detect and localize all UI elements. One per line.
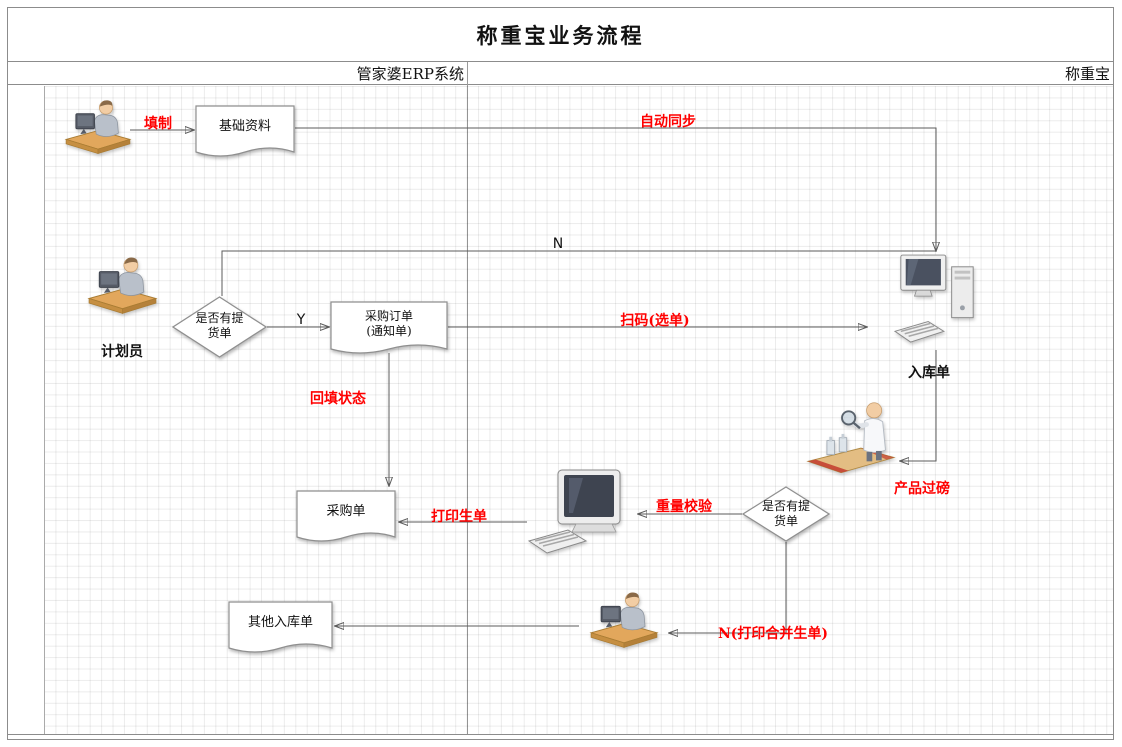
decision-shape (742, 486, 830, 542)
decision-pickup-2: 是否有提 货单 (742, 486, 830, 542)
basic-data-document: 基础资料 (195, 105, 295, 161)
left-margin-line (44, 86, 45, 734)
planner-caption: 计划员 (101, 344, 143, 360)
diagram-frame: 称重宝业务流程 管家婆ERP系统 称重宝 (7, 7, 1114, 740)
label-yes-branch: Y (296, 312, 306, 328)
document-shape (330, 301, 448, 354)
lane-label-chengzhongbao: 称重宝 (1064, 64, 1110, 83)
document-shape (296, 490, 396, 542)
label-weight-verify: 重量校验 (656, 499, 712, 515)
basic-data-label: 基础资料 (218, 119, 271, 134)
purchase-order-label: 采购单 (326, 504, 366, 519)
frame-bottom-line (8, 734, 1113, 735)
lane-label-erp: 管家婆ERP系统 (356, 64, 464, 83)
lane-header: 管家婆ERP系统 称重宝 (8, 62, 1113, 85)
purchase-order-document: 采购单 (296, 490, 396, 546)
grid-background (44, 86, 1113, 734)
verify-computer-icon (528, 469, 633, 564)
label-print-create-order: 打印生单 (431, 509, 487, 525)
document-shape (228, 601, 333, 653)
planner-user-icon (85, 253, 160, 318)
other-warehouse-receipt-document: 其他入库单 (228, 601, 333, 657)
label-product-weighing: 产品过磅 (894, 481, 950, 497)
other-warehouse-receipt-label: 其他入库单 (247, 615, 313, 630)
decision-pickup-1: 是否有提 货单 (172, 296, 267, 358)
lane-divider (467, 62, 468, 734)
label-fill-in: 填制 (144, 116, 172, 132)
warehouse-computer-icon (893, 253, 981, 351)
decision-pickup-1-label: 是否有提 货单 (195, 311, 244, 340)
diagram-title: 称重宝业务流程 (476, 22, 645, 48)
label-no-branch: N (552, 236, 564, 252)
title-band: 称重宝业务流程 (8, 8, 1113, 62)
label-auto-sync: 自动同步 (640, 114, 696, 130)
decision-pickup-2-label: 是否有提 货单 (761, 499, 810, 528)
warehouse-receipt-caption: 入库单 (908, 365, 950, 381)
inspector-magnifier-icon (806, 399, 896, 484)
document-shape (195, 105, 295, 157)
purchase-order-notice-label: 采购订单 (通知单) (364, 309, 413, 338)
label-scan-select: 扫码(选单) (620, 313, 690, 329)
decision-shape (172, 296, 267, 358)
label-n-print-merge: N(打印合并生单) (717, 626, 829, 642)
diagram-canvas: 基础资料 是否有提 货单 采购订单 (通知单) (8, 86, 1113, 739)
purchase-order-notice-document: 采购订单 (通知单) (330, 301, 448, 359)
operator-user-icon (583, 588, 665, 652)
label-backfill-status: 回填状态 (310, 391, 366, 407)
erp-user-icon (62, 96, 134, 158)
